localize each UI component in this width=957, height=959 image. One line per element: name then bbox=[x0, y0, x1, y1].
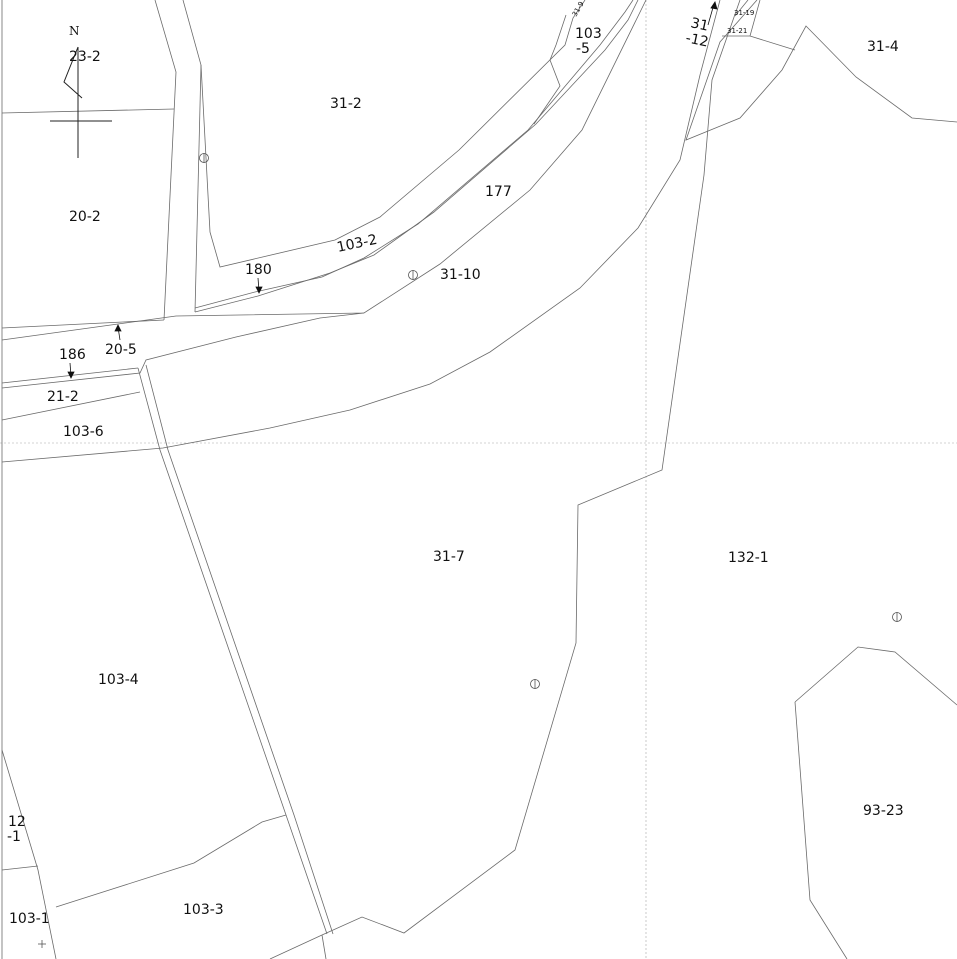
parcel-31-10-label: 31-10 bbox=[440, 267, 481, 283]
parcel-103-2-label: 103-2 bbox=[336, 232, 379, 256]
parcel-103-3-label: 103-3 bbox=[183, 902, 224, 918]
parcel-103-5-label-top: 103 bbox=[575, 26, 602, 42]
survey-marker-icon bbox=[530, 679, 540, 689]
parcel-31-21-label: 31-21 bbox=[727, 27, 747, 35]
parcel-31-2-label: 31-2 bbox=[330, 96, 362, 112]
parcel-103-4-label: 103-4 bbox=[98, 672, 139, 688]
parcel-103-6-label: 103-6 bbox=[63, 424, 104, 440]
parcel-180-label: 180 bbox=[245, 262, 272, 278]
parcel-177-label: 177 bbox=[485, 184, 512, 200]
parcel-labels: 23-2 31-2 103 -5 31-9 31 -12 31-19 31-21… bbox=[7, 0, 904, 927]
parcel-31-12-label-bottom: -12 bbox=[684, 30, 710, 50]
benchmark-plus-icon bbox=[38, 940, 46, 948]
parcel-23-2-label: 23-2 bbox=[69, 49, 101, 65]
parcel-31-4-label: 31-4 bbox=[867, 39, 899, 55]
parcel-20-2-label: 20-2 bbox=[69, 209, 101, 225]
north-label: N bbox=[69, 24, 80, 38]
survey-marker-icon bbox=[408, 270, 418, 280]
parcel-132-1-label: 132-1 bbox=[728, 550, 769, 566]
parcel-12-1-label-bottom: -1 bbox=[7, 829, 21, 845]
parcel-31-7-label: 31-7 bbox=[433, 549, 465, 565]
parcel-21-2-label: 21-2 bbox=[47, 389, 79, 405]
parcel-12-1-label-top: 12 bbox=[8, 814, 26, 830]
parcel-31-19-label: 31-19 bbox=[734, 9, 754, 17]
parcel-20-5-label: 20-5 bbox=[105, 342, 137, 358]
parcel-186-label: 186 bbox=[59, 347, 86, 363]
survey-marker-icon bbox=[199, 153, 209, 163]
parcel-103-5-label-bottom: -5 bbox=[576, 41, 590, 57]
north-arrow-icon: N bbox=[50, 24, 112, 158]
survey-marker-icon bbox=[892, 612, 902, 622]
parcel-31-12-label-top: 31 bbox=[689, 15, 710, 34]
leader-arrows bbox=[67, 1, 718, 379]
survey-markers bbox=[38, 153, 902, 948]
parcel-103-1-label: 103-1 bbox=[9, 911, 50, 927]
parcel-93-23-label: 93-23 bbox=[863, 803, 904, 819]
